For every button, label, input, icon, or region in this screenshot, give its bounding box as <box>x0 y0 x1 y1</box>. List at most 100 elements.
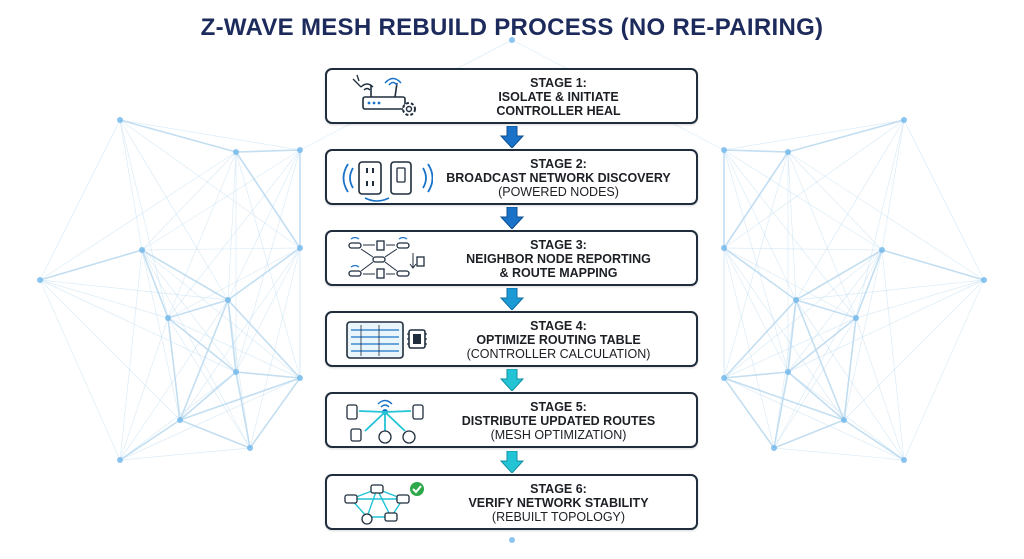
mesh-node <box>233 149 239 155</box>
mesh-link <box>773 317 857 449</box>
mesh-link <box>881 119 905 251</box>
mesh-link <box>773 371 789 449</box>
stage-2-line-1: BROADCAST NETWORK DISCOVERY <box>446 171 671 185</box>
mesh-link <box>167 299 229 319</box>
mesh-link <box>773 419 845 449</box>
mesh-link <box>795 299 845 421</box>
stage-3-line-1: NEIGHBOR NODE REPORTING <box>466 252 651 266</box>
mesh-link <box>723 317 857 379</box>
mesh-link <box>723 119 905 249</box>
mesh-link <box>39 151 237 281</box>
mesh-link <box>723 247 775 449</box>
mesh-link <box>249 247 301 449</box>
mesh-link <box>787 279 985 373</box>
mesh-link <box>119 447 251 461</box>
mesh-link <box>167 247 301 319</box>
mesh-link <box>119 249 143 461</box>
mesh-node <box>721 375 727 381</box>
stage-3-line-2: & ROUTE MAPPING <box>499 266 618 280</box>
mesh-link <box>773 447 905 461</box>
mesh-link <box>787 151 857 319</box>
mesh-link <box>723 149 857 319</box>
mesh-link <box>119 119 237 153</box>
mesh-node <box>117 117 123 123</box>
mesh-node <box>177 417 183 423</box>
mesh-node <box>37 277 43 283</box>
mesh-link <box>39 249 143 281</box>
mesh-node <box>225 297 231 303</box>
mesh-node <box>297 375 303 381</box>
mesh-link <box>795 279 985 301</box>
mesh-node <box>785 149 791 155</box>
mesh-node <box>785 369 791 375</box>
mesh-link <box>903 279 985 461</box>
mesh-node <box>139 247 145 253</box>
mesh-link <box>39 119 121 281</box>
mesh-link <box>119 299 229 461</box>
mesh-link <box>179 377 301 421</box>
mesh-link <box>787 151 883 251</box>
mesh-link <box>141 149 301 251</box>
mesh-link <box>881 249 905 461</box>
mesh-link <box>855 317 905 461</box>
mesh-link <box>119 377 301 461</box>
mesh-link <box>787 151 797 301</box>
mesh-link <box>787 299 797 373</box>
mesh-link <box>787 371 905 461</box>
mesh-link <box>119 119 143 251</box>
mesh-link <box>227 299 237 373</box>
mesh-link <box>723 299 797 379</box>
stage-5-box: STAGE 5: DISTRIBUTE UPDATED ROUTES (MESH… <box>325 392 698 448</box>
mesh-link <box>119 119 301 249</box>
mesh-link <box>141 249 229 301</box>
mesh-node <box>981 277 987 283</box>
mesh-link <box>723 149 883 251</box>
mesh-node <box>771 445 777 451</box>
mesh-link <box>39 279 169 319</box>
stage-1-title: STAGE 1: <box>530 76 587 90</box>
routing-table-chip-icon <box>346 321 427 359</box>
mesh-node <box>297 245 303 251</box>
arrow-down-icon <box>499 207 525 229</box>
mesh-link <box>227 151 237 301</box>
mesh-link <box>843 419 905 461</box>
mesh-link <box>227 149 301 301</box>
mesh-link <box>723 247 857 319</box>
mesh-link <box>141 247 301 251</box>
mesh-link <box>723 249 883 379</box>
mesh-link <box>795 299 857 319</box>
mesh-link <box>141 249 301 379</box>
mesh-link <box>723 247 883 251</box>
mesh-node <box>901 457 907 463</box>
mesh-link <box>141 249 169 319</box>
mesh-link <box>855 279 985 319</box>
stage-6-title: STAGE 6: <box>530 482 587 496</box>
arrow-down-icon <box>499 126 525 148</box>
mesh-link <box>39 279 121 461</box>
page-title: Z-WAVE MESH REBUILD PROCESS (NO RE-PAIRI… <box>200 14 824 41</box>
route-distribution-icon <box>346 399 424 444</box>
mesh-link <box>119 371 237 461</box>
outlet-switch-broadcast-icon <box>342 161 433 202</box>
mesh-link <box>167 317 237 373</box>
mesh-link <box>141 151 237 251</box>
mesh-link <box>723 119 905 151</box>
mesh-link <box>235 151 301 249</box>
mesh-link <box>795 249 883 301</box>
mesh-node <box>165 315 171 321</box>
mesh-link <box>119 119 301 151</box>
stage-4-title: STAGE 4: <box>530 319 587 333</box>
mesh-link <box>723 377 905 461</box>
mesh-node <box>721 147 727 153</box>
mesh-link <box>723 377 775 449</box>
mesh-link <box>167 317 301 379</box>
mesh-node <box>297 147 303 153</box>
mesh-link <box>723 149 789 153</box>
stage-1-line-2: CONTROLLER HEAL <box>496 104 621 118</box>
stage-4-box: STAGE 4: OPTIMIZE ROUTING TABLE (CONTROL… <box>325 311 698 367</box>
mesh-link <box>787 249 883 373</box>
mesh-link <box>843 279 985 421</box>
mesh-link <box>855 119 905 319</box>
mesh-link <box>119 419 181 461</box>
